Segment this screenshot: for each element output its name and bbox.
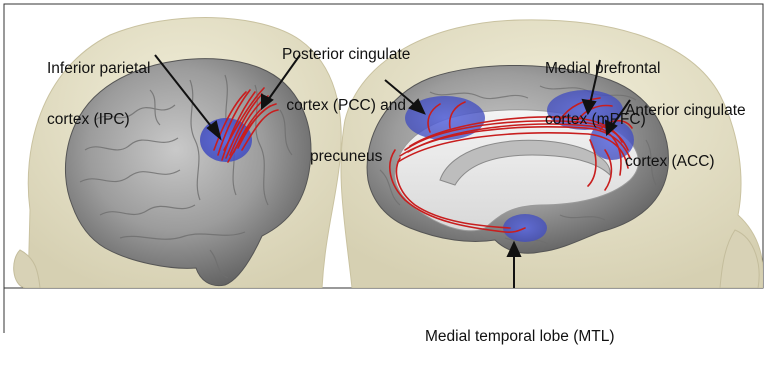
ipc-label-line-2: cortex (IPC)	[47, 111, 150, 128]
pcc-label-line-3: precuneus	[282, 148, 410, 165]
acc-label-line-1: Anterior cingulate	[625, 102, 746, 119]
pcc-label-line-2: cortex (PCC) and	[282, 97, 410, 114]
pcc-label: Posterior cingulate cortex (PCC) and pre…	[282, 12, 410, 199]
acc-label-line-2: cortex (ACC)	[625, 153, 746, 170]
pcc-label-line-1: Posterior cingulate	[282, 46, 410, 63]
brain-figure: Inferior parietal cortex (IPC) Posterior…	[0, 0, 767, 337]
acc-label: Anterior cingulate cortex (ACC)	[625, 68, 746, 204]
ipc-label-line-1: Inferior parietal	[47, 60, 150, 77]
ipc-label: Inferior parietal cortex (IPC)	[47, 26, 150, 162]
